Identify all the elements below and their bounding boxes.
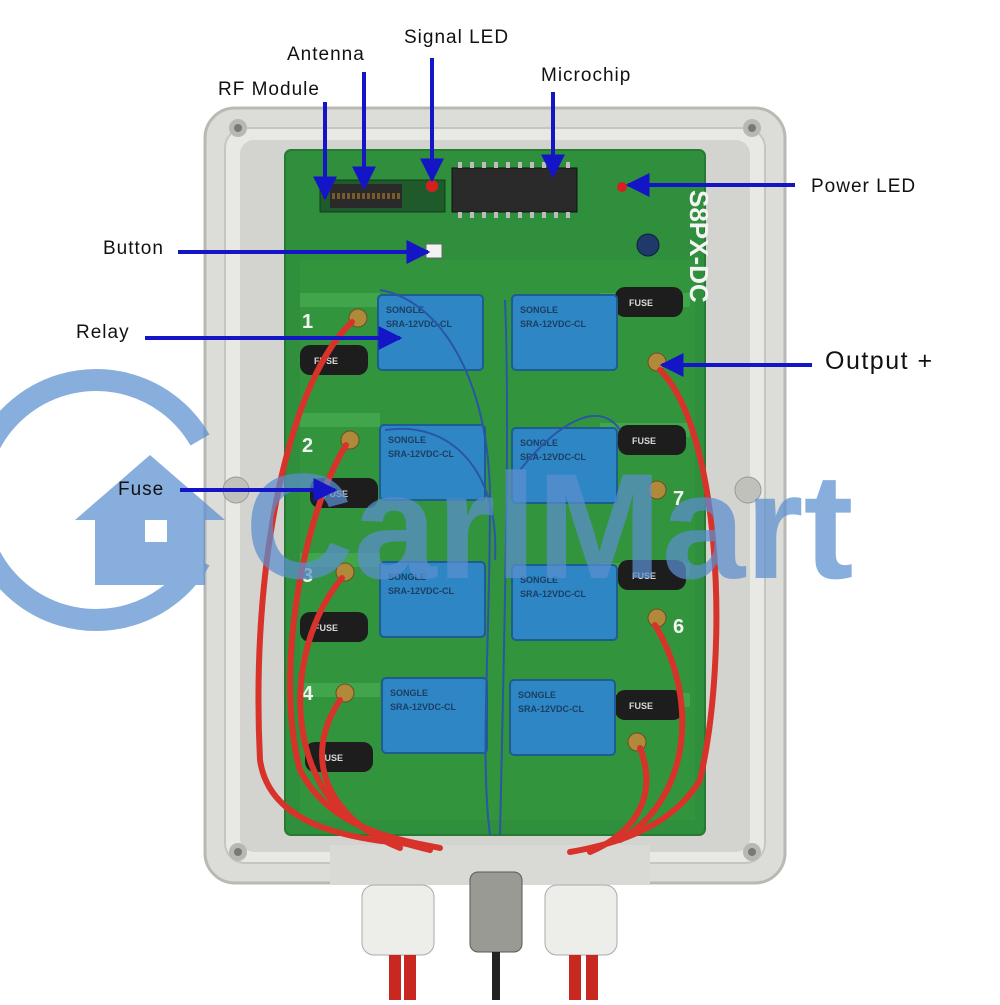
svg-text:SRA-12VDC-CL: SRA-12VDC-CL: [388, 449, 455, 459]
label-relay: Relay: [76, 322, 130, 343]
svg-text:3: 3: [302, 565, 313, 587]
svg-text:2: 2: [302, 435, 313, 457]
house-logo-icon: [0, 369, 225, 631]
watermark: CarlMart: [0, 369, 854, 631]
svg-text:SRA-12VDC-CL: SRA-12VDC-CL: [520, 589, 587, 599]
svg-text:FUSE: FUSE: [632, 571, 656, 581]
svg-text:SONGLE: SONGLE: [390, 688, 428, 698]
svg-text:FUSE: FUSE: [629, 701, 653, 711]
svg-text:6: 6: [673, 616, 684, 638]
red-wires: [255, 319, 720, 855]
svg-text:4: 4: [302, 683, 314, 705]
svg-text:SONGLE: SONGLE: [520, 305, 558, 315]
board-marking: S8PX-DC: [684, 190, 714, 303]
label-antenna: Antenna: [287, 44, 365, 65]
svg-text:SRA-12VDC-CL: SRA-12VDC-CL: [388, 586, 455, 596]
power-led: [617, 182, 627, 192]
svg-text:7: 7: [673, 488, 684, 510]
capacitor: [636, 233, 660, 257]
svg-text:SRA-12VDC-CL: SRA-12VDC-CL: [520, 452, 587, 462]
fuses: FUSE FUSE FUSE FUSE FUSE FUSE FUSE FUSE: [300, 287, 686, 772]
svg-text:FUSE: FUSE: [314, 623, 338, 633]
label-fuse: Fuse: [118, 479, 165, 500]
svg-text:SRA-12VDC-CL: SRA-12VDC-CL: [520, 319, 587, 329]
label-signal-led: Signal LED: [404, 27, 510, 48]
blue-wires: [379, 289, 621, 836]
watermark-text: CarlMart: [245, 442, 854, 610]
svg-text:SONGLE: SONGLE: [518, 690, 556, 700]
label-microchip: Microchip: [541, 65, 632, 86]
label-output: Output +: [825, 347, 934, 375]
svg-text:SONGLE: SONGLE: [388, 572, 426, 582]
svg-text:SONGLE: SONGLE: [388, 435, 426, 445]
svg-text:SRA-12VDC-CL: SRA-12VDC-CL: [518, 704, 585, 714]
signal-led: [426, 180, 438, 192]
label-rf-module: RF Module: [218, 79, 320, 100]
svg-text:SONGLE: SONGLE: [520, 575, 558, 585]
callout-arrows: [145, 58, 812, 502]
rf-module: [319, 179, 446, 213]
button-switch: [425, 243, 443, 259]
label-power-led: Power LED: [811, 176, 917, 197]
svg-text:SONGLE: SONGLE: [386, 305, 424, 315]
channel-numbers: 1 2 3 4 7 6: [302, 311, 684, 705]
svg-text:FUSE: FUSE: [629, 298, 653, 308]
microchip: [451, 162, 578, 218]
svg-text:SONGLE: SONGLE: [520, 438, 558, 448]
svg-text:FUSE: FUSE: [632, 436, 656, 446]
svg-text:SRA-12VDC-CL: SRA-12VDC-CL: [390, 702, 457, 712]
svg-text:1: 1: [302, 311, 313, 333]
label-button: Button: [103, 238, 164, 259]
svg-text:SRA-12VDC-CL: SRA-12VDC-CL: [386, 319, 453, 329]
svg-text:FUSE: FUSE: [319, 753, 343, 763]
cable-glands: [361, 871, 618, 1000]
